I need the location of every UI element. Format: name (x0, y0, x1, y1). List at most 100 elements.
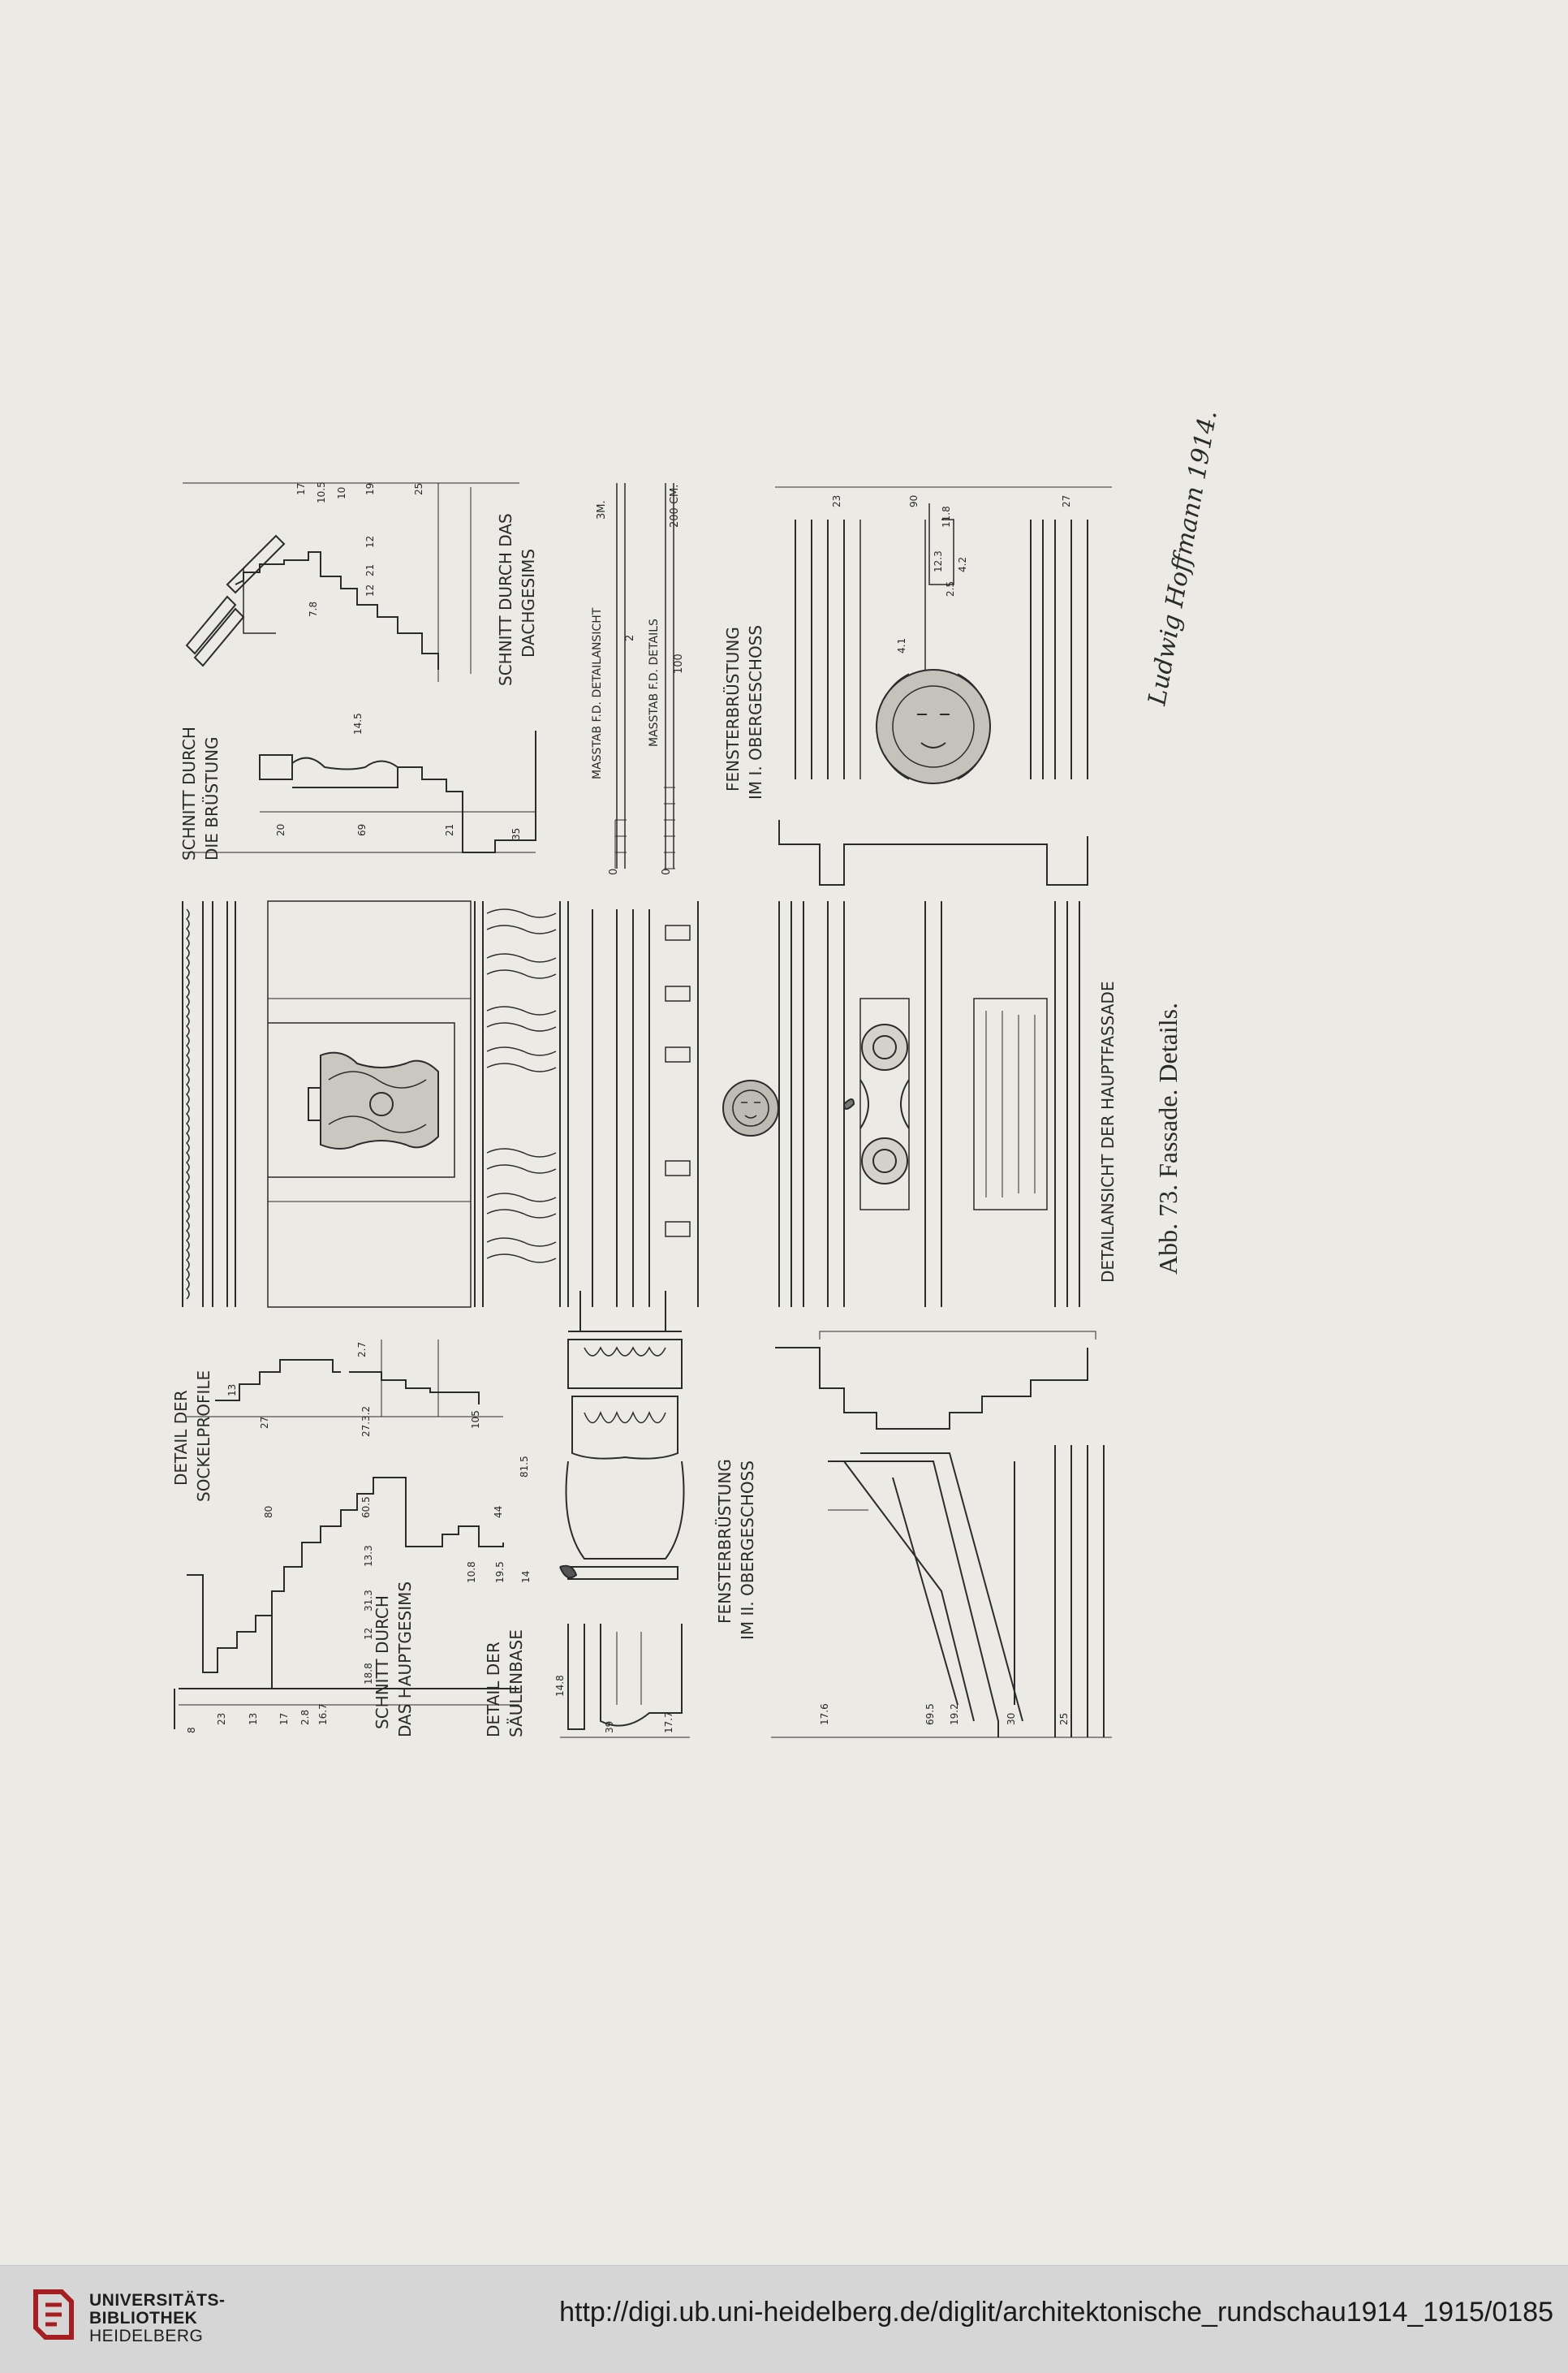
dim: 69 (356, 824, 368, 836)
dim: 13 (226, 1384, 238, 1396)
dim: 27 (259, 1417, 270, 1429)
dim: 12 (364, 536, 376, 548)
dim: 17.7 (663, 1711, 674, 1733)
console-scrolls (843, 1024, 910, 1184)
label-fenster2-1: FENSTERBRÜSTUNG (715, 1459, 734, 1624)
label-mass-1: MASSTAB F.D. DETAILANSICHT (591, 607, 604, 779)
permalink-url[interactable]: http://digi.ub.uni-heidelberg.de/diglit/… (559, 2297, 1553, 2328)
dim: 8 (186, 1727, 197, 1733)
dim: 11.8 (941, 506, 952, 528)
dim: 20 (275, 824, 286, 836)
library-logo-icon[interactable] (29, 2285, 78, 2344)
bruestung-section (183, 731, 536, 853)
scale-bars (614, 483, 675, 869)
dim: 17 (278, 1713, 290, 1725)
dim: 35 (510, 828, 522, 840)
label-haupt-1: SCHNITT DURCH (373, 1595, 392, 1729)
dim: 80 (263, 1506, 274, 1518)
dim: 23 (216, 1713, 227, 1725)
label-sockel-2: SOCKELPROFILE (194, 1370, 213, 1502)
dim: 60.5 (360, 1496, 372, 1518)
label-bruestung-1: SCHNITT DURCH (179, 727, 199, 861)
dim: 27 (1061, 495, 1072, 507)
dim: 27.3.2 (360, 1406, 372, 1437)
label-saeule-1: DETAIL DER (484, 1642, 503, 1737)
dim: 14.5 (352, 713, 364, 735)
dim: 12 (364, 585, 376, 597)
signature: Ludwig Hoffmann 1914. (1143, 408, 1223, 709)
dim: 16.7 (317, 1703, 329, 1725)
dim: 2.8 (299, 1710, 311, 1725)
label-sockel-1: DETAIL DER (171, 1390, 191, 1486)
dim: 90 (908, 495, 920, 507)
caption: Abb. 73. Fassade. Details. (1153, 1003, 1182, 1275)
dim: 25 (1058, 1713, 1070, 1725)
dim: 44 (493, 1506, 504, 1518)
label-dach-2: DACHGESIMS (519, 549, 538, 658)
label-fenster2-2: IM II. OBERGESCHOSS (738, 1460, 757, 1640)
column-capital (559, 1291, 685, 1580)
dim: 7.8 (308, 602, 319, 617)
label-detailansicht: DETAILANSICHT DER HAUPTFASSADE (1098, 982, 1118, 1283)
dim: 17.6 (819, 1703, 830, 1725)
scale-end-b: 200 CM. (669, 485, 681, 528)
label-bruestung-2: DIE BRÜSTUNG (202, 736, 222, 861)
library-line-1: UNIVERSITÄTS- (89, 2291, 226, 2310)
dim: 2.7 (356, 1342, 368, 1357)
lion-medallion (876, 669, 991, 784)
dim: 30 (1006, 1713, 1017, 1725)
dim: 4.2 (957, 557, 968, 572)
scale-end-a: 3M. (596, 500, 608, 520)
dim: 105 (470, 1410, 481, 1429)
dim: 23 (831, 495, 842, 507)
label-haupt-2: DAS HAUPTGESIMS (395, 1581, 415, 1737)
library-line-3: HEIDELBERG (89, 2327, 204, 2345)
medallion-mask (722, 1080, 779, 1137)
scale-zero-b: 0 (661, 869, 673, 875)
dim: 13 (248, 1713, 259, 1725)
fensterbruestung-1og (775, 486, 1112, 886)
dim: 4.1 (896, 638, 907, 654)
dentils (665, 925, 691, 1237)
dim: 18.8 (363, 1663, 374, 1685)
dim: 12.3 (933, 550, 944, 572)
dim: 21 (444, 824, 455, 836)
dim: 19 (364, 483, 376, 495)
scale-mid-a: 2 (624, 635, 636, 641)
saeulenbase-detail (560, 1624, 690, 1738)
urn-ornament (308, 1051, 439, 1150)
label-dach-1: SCHNITT DURCH DAS (496, 513, 515, 686)
dim: 14.8 (554, 1675, 566, 1697)
dim: 39 (604, 1721, 615, 1733)
dim: 10 (336, 487, 347, 499)
dim: 14 (520, 1571, 532, 1583)
dim: 17 (295, 483, 307, 495)
dim: 10.8 (466, 1561, 477, 1583)
label-saeule-2: SÄULENBASE (506, 1629, 526, 1737)
architectural-drawing: DETAIL DER SOCKELPROFILE SCHNITT DURCH D… (171, 408, 1223, 1738)
dim: 81.5 (519, 1456, 530, 1478)
balusters (486, 908, 557, 1263)
label-mass-2: MASSTAB F.D. DETAILS (648, 619, 661, 747)
dim: 31.3 (363, 1590, 374, 1611)
detailansicht-hauptfassade (182, 900, 1080, 1308)
dim: 19.2 (949, 1703, 960, 1725)
library-name[interactable]: UNIVERSITÄTS- BIBLIOTHEK HEIDELBERG (89, 2292, 226, 2345)
hauptgesims-section (174, 1477, 519, 1729)
dim: 19.5 (494, 1561, 506, 1583)
dim: 69.5 (924, 1703, 936, 1725)
library-line-2: BIBLIOTHEK (89, 2309, 198, 2328)
fensterbruestung-2og (771, 1331, 1112, 1738)
dim: 2.5 (945, 581, 956, 597)
dachgesims-section (183, 482, 519, 682)
dim: 25 (413, 483, 424, 495)
dim: 10.5 (316, 481, 327, 503)
library-footer: UNIVERSITÄTS- BIBLIOTHEK HEIDELBERG http… (0, 2265, 1568, 2373)
scanned-page: DETAIL DER SOCKELPROFILE SCHNITT DURCH D… (171, 408, 1223, 1738)
scale-mid-b: 100 (673, 654, 685, 674)
label-fenster1-1: FENSTERBRÜSTUNG (723, 627, 743, 792)
dim: 21 (364, 564, 376, 576)
label-fenster1-2: IM I. OBERGESCHOSS (746, 625, 765, 800)
dimension-labels: 8 23 13 17 2.8 16.7 18.8 12 31.3 13.3 80… (186, 481, 1072, 1733)
dim: 13.3 (363, 1545, 374, 1567)
